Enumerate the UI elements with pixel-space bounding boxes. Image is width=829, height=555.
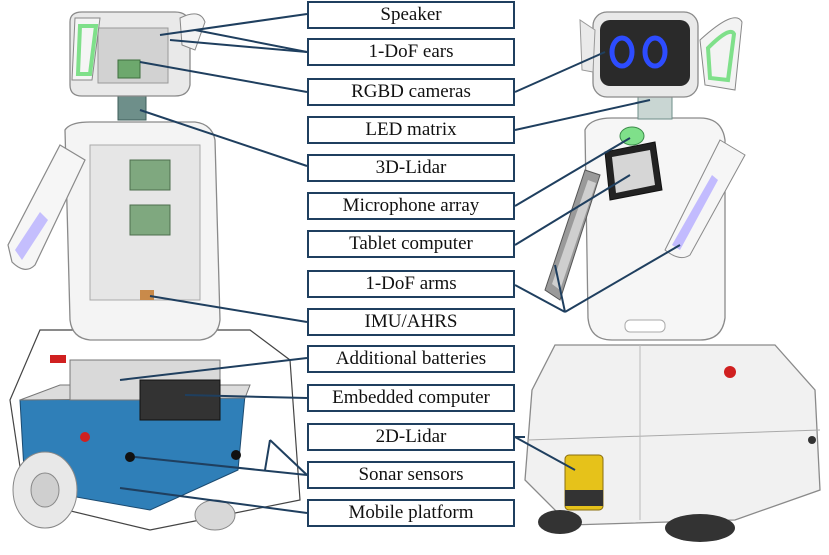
leader-led-2	[514, 99, 651, 131]
right-tablet-screen	[612, 150, 655, 193]
left-pcb-1	[129, 159, 171, 191]
leader-2dlidar	[514, 436, 576, 471]
leader-rgbd	[139, 61, 308, 93]
label-3d-lidar: 3D-Lidar	[307, 154, 515, 182]
right-2d-lidar-dark	[565, 490, 603, 506]
left-sonar-2	[231, 450, 241, 460]
left-pcb-2	[129, 204, 171, 236]
label-embedded-computer: Embedded computer	[307, 384, 515, 412]
leader-mic	[514, 137, 631, 207]
label-led-matrix: LED matrix	[307, 116, 515, 144]
right-neck	[637, 96, 673, 120]
label-2d-lidar: 2D-Lidar	[307, 423, 515, 451]
left-sonar-1	[125, 452, 135, 462]
right-robot-exterior	[524, 11, 821, 542]
left-arm-glow	[15, 212, 48, 260]
label-speaker: Speaker	[307, 1, 515, 29]
label-mobile-platform: Mobile platform	[307, 499, 515, 527]
leader-mobile	[119, 487, 308, 514]
leader-arms-vertex-2	[564, 244, 681, 313]
right-eye-left	[609, 35, 635, 69]
label-additional-batteries: Additional batteries	[307, 345, 515, 373]
right-ear-right-glow	[705, 29, 737, 83]
leader-arms-left	[514, 284, 566, 313]
leader-batteries	[119, 357, 308, 381]
leader-sonar-3	[264, 439, 271, 471]
right-arm-left-face	[552, 180, 596, 290]
right-wheel-rear	[665, 514, 735, 542]
left-ear-left-glow	[75, 24, 99, 76]
leader-tablet	[514, 174, 631, 246]
right-eye-right	[642, 35, 668, 69]
label-1-dof-ears: 1-DoF ears	[307, 38, 515, 66]
leader-sonar-2	[269, 439, 308, 476]
left-imu	[140, 290, 154, 300]
left-embedded-computer	[139, 379, 221, 421]
right-red-button	[724, 366, 736, 378]
left-rgbd-camera	[117, 59, 141, 79]
left-red-marker	[50, 355, 66, 363]
left-red-button	[80, 432, 90, 442]
leader-imu	[149, 295, 308, 323]
right-shoulder-slot	[624, 319, 666, 333]
left-wheel-front-hub	[30, 472, 60, 508]
leader-embedded	[184, 394, 308, 399]
label-rgbd-cameras: RGBD cameras	[307, 78, 515, 106]
label-microphone-array: Microphone array	[307, 192, 515, 220]
leader-arms-vertex-1	[554, 264, 566, 313]
left-caster	[194, 499, 236, 531]
label-sonar-sensors: Sonar sensors	[307, 461, 515, 489]
label-1-dof-arms: 1-DoF arms	[307, 270, 515, 298]
label-tablet-computer: Tablet computer	[307, 230, 515, 258]
label-imu-ahrs: IMU/AHRS	[307, 308, 515, 336]
leader-ears-right	[194, 29, 308, 53]
right-arm-right-glow	[672, 175, 718, 250]
leader-3dlidar	[139, 109, 308, 167]
leader-speaker	[159, 13, 308, 36]
leader-lines	[119, 13, 681, 514]
leader-ears-left	[169, 39, 308, 53]
leader-led	[514, 51, 606, 93]
left-robot-cutaway	[7, 11, 301, 531]
right-wheel-front	[538, 510, 582, 534]
left-3d-lidar	[117, 95, 147, 121]
right-side-port	[808, 436, 816, 444]
right-base-seam	[527, 429, 821, 441]
leader-sonar-1	[134, 456, 308, 476]
